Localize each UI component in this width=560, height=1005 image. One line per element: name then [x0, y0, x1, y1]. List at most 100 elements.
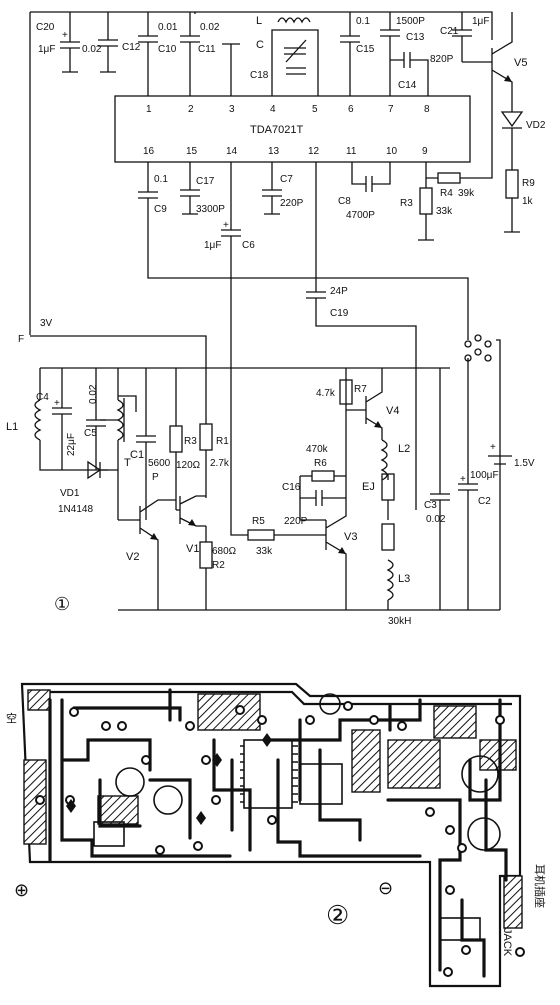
vd2-diode: VD2 — [500, 110, 546, 170]
svg-text:5: 5 — [312, 104, 318, 115]
svg-text:C15: C15 — [356, 44, 375, 55]
svg-text:C8: C8 — [338, 196, 351, 207]
svg-text:1k: 1k — [522, 196, 534, 207]
figure-2-number: ② — [326, 900, 349, 930]
svg-text:1μF: 1μF — [472, 16, 489, 27]
svg-text:C12: C12 — [122, 42, 141, 53]
svg-text:15: 15 — [186, 146, 198, 157]
svg-text:24P: 24P — [330, 286, 348, 297]
pin3-ground — [222, 43, 240, 96]
svg-text:0.1: 0.1 — [356, 16, 370, 27]
v4-transistor: V4 — [346, 368, 399, 440]
v1-footprint — [153, 785, 183, 815]
svg-text:100μF: 100μF — [470, 470, 499, 481]
top-rail — [30, 11, 493, 40]
r9-resistor: R9 1k — [504, 169, 535, 233]
svg-text:V2: V2 — [126, 551, 139, 563]
c12-capacitor: C12 — [122, 12, 158, 96]
pcb-label-kong: 空 — [6, 711, 17, 725]
r6-c16-feedback: 470k R6 C16 — [282, 444, 346, 521]
pcb-label-plus: ⊕ — [14, 880, 29, 900]
svg-text:VD2: VD2 — [526, 120, 546, 131]
svg-text:R4: R4 — [440, 188, 453, 199]
svg-text:C2: C2 — [478, 496, 491, 507]
svg-text:14: 14 — [226, 146, 238, 157]
pcb-label-jack: JACK — [501, 928, 513, 957]
svg-text:220P: 220P — [280, 198, 304, 209]
svg-text:1: 1 — [146, 104, 152, 115]
c4-capacitor: C4 + 22μF — [36, 368, 77, 470]
svg-text:C18: C18 — [250, 70, 269, 81]
svg-text:R6: R6 — [314, 458, 327, 469]
svg-text:3: 3 — [229, 104, 235, 115]
pcb-layout: 空 ⊕ ⊖ JACK 耳机插座 ② — [6, 682, 547, 988]
pcb-outline — [20, 682, 522, 988]
svg-text:L1: L1 — [6, 421, 18, 433]
pcb-label-minus: ⊖ — [378, 878, 393, 898]
schematic: C20 1μF 0.02 + C12 0.01 C10 0.02 C11 — [6, 11, 546, 627]
l2-coil: L2 — [380, 439, 410, 481]
svg-text:R3: R3 — [400, 198, 413, 209]
svg-text:0.02: 0.02 — [82, 44, 102, 55]
vd1-diode: VD1 1N4148 — [58, 460, 118, 515]
svg-text:0.1: 0.1 — [154, 174, 168, 185]
c2-capacitor: + C2 100μF — [458, 368, 499, 610]
svg-text:4: 4 — [270, 104, 276, 115]
svg-text:220P: 220P — [284, 516, 308, 527]
ej-earphone: EJ — [362, 473, 395, 551]
svg-text:C: C — [256, 39, 264, 51]
svg-text:8: 8 — [424, 104, 430, 115]
v5-transistor: V5 — [461, 12, 527, 110]
svg-text:+: + — [54, 398, 60, 409]
svg-text:+: + — [460, 474, 466, 485]
svg-text:R1: R1 — [216, 436, 229, 447]
c13-c14-capacitors: 1500P C13 820P C14 — [380, 12, 454, 96]
svg-text:VD1: VD1 — [60, 488, 80, 499]
svg-text:C13: C13 — [406, 32, 425, 43]
svg-text:C1: C1 — [130, 449, 144, 461]
svg-text:1N4148: 1N4148 — [58, 504, 93, 515]
svg-text:120Ω: 120Ω — [176, 460, 201, 471]
svg-text:C6: C6 — [242, 240, 255, 251]
svg-text:T: T — [124, 457, 131, 469]
c20-capacitor: C20 1μF 0.02 + — [36, 12, 102, 73]
svg-text:0.02: 0.02 — [200, 22, 220, 33]
svg-text:1.5V: 1.5V — [514, 458, 535, 469]
svg-text:0.01: 0.01 — [158, 22, 178, 33]
svg-text:680Ω: 680Ω — [212, 546, 237, 557]
v2-transistor: V2 — [118, 499, 176, 610]
svg-text:16: 16 — [143, 146, 155, 157]
c6-capacitor: 1μF C6 + — [204, 162, 255, 536]
svg-text:C4: C4 — [36, 392, 49, 403]
svg-text:39k: 39k — [458, 188, 475, 199]
c11-capacitor: 0.02 C11 — [194, 12, 220, 55]
svg-text:R3: R3 — [184, 436, 197, 447]
svg-text:R9: R9 — [522, 178, 535, 189]
c15-capacitor: 0.1 C15 — [340, 12, 375, 96]
svg-text:12: 12 — [308, 146, 320, 157]
svg-text:V5: V5 — [514, 57, 527, 69]
svg-text:1500P: 1500P — [396, 16, 425, 27]
svg-text:+: + — [223, 220, 229, 231]
svg-text:10: 10 — [386, 146, 398, 157]
c3-capacitor: C3 0.02 — [424, 368, 450, 610]
svg-text:C3: C3 — [424, 500, 437, 511]
v1-transistor: V1 — [175, 495, 206, 555]
ic-footprint-left — [240, 745, 244, 803]
svg-text:L2: L2 — [398, 443, 410, 455]
svg-text:3V: 3V — [40, 318, 53, 329]
svg-text:6: 6 — [348, 104, 354, 115]
svg-text:V1: V1 — [186, 543, 199, 555]
svg-text:22μF: 22μF — [66, 433, 77, 456]
pcb-label-socket: 耳机插座 — [533, 864, 547, 908]
svg-text:C7: C7 — [280, 174, 293, 185]
svg-text:F: F — [18, 334, 24, 345]
l3-coil: L3 30kH — [386, 559, 411, 627]
svg-text:C20: C20 — [36, 22, 55, 33]
svg-text:C19: C19 — [330, 308, 349, 319]
r1-resistor: R1 2.7k — [199, 423, 230, 498]
svg-text:R2: R2 — [212, 560, 225, 571]
svg-text:4700P: 4700P — [346, 210, 375, 221]
